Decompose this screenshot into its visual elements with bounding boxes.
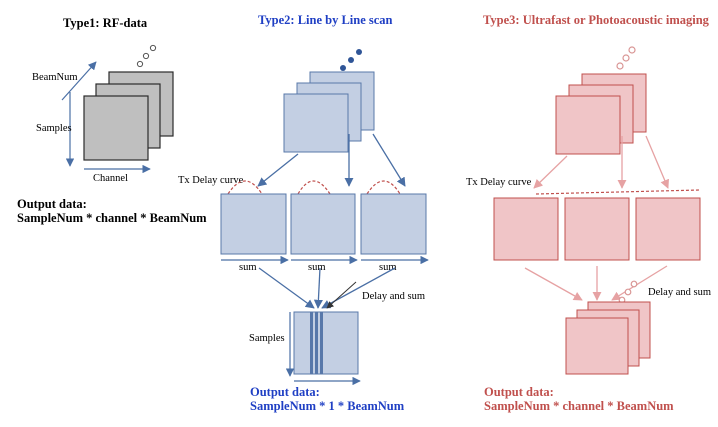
type2-output-scanline [320, 312, 323, 374]
type3-output-dot [624, 288, 632, 296]
type2-scan-frames-stack [283, 71, 375, 153]
type1-beamnum-axis [61, 61, 97, 101]
type2-dot [340, 65, 346, 71]
type1-dot [142, 52, 150, 60]
type3-output-frame-front [565, 317, 629, 375]
type1-title: Type1: RF-data [63, 16, 148, 30]
type2-channel-frame-2 [290, 193, 356, 255]
type3-channel-frame-2 [564, 197, 630, 261]
type2-delay-curve-2 [297, 180, 331, 195]
type3-channel-frame-3 [635, 197, 701, 261]
type1-samples-label: Samples [36, 123, 72, 134]
type2-sum-label-2: sum [308, 262, 326, 273]
type3-title: Type3: Ultrafast or Photoacoustic imagin… [483, 13, 710, 27]
type3-arrow-to-frame1 [533, 155, 568, 189]
type2-channel-frame-3 [360, 193, 427, 255]
type3-output-stack [565, 301, 651, 375]
rf-frame-front [83, 95, 149, 161]
type3-output-formula: SampleNum * channel * BeamNum [484, 399, 674, 413]
type3-arrow-to-frame3 [645, 135, 669, 189]
type2-output-label: Output data: [250, 385, 320, 399]
type3-tx-delay-label: Tx Delay curve [466, 177, 532, 188]
type2-delay-sum-pointer [326, 281, 357, 309]
type2-sum-label-3: sum [379, 262, 397, 273]
type1-output-label: Output data: [17, 197, 87, 211]
type2-title: Type2: Line by Line scan [258, 13, 393, 27]
type3-output-dot [630, 280, 638, 288]
type2-output-formula: SampleNum * 1 * BeamNum [250, 399, 405, 413]
type2-delay-curve-3 [366, 180, 401, 195]
type2-sum-label-1: sum [239, 262, 257, 273]
type1-panel: Type1: RF-data BeamNum Samples Channel O… [17, 16, 207, 225]
type2-tx-delay-label: Tx Delay curve [178, 175, 244, 186]
type1-beamnum-label: BeamNum [32, 72, 78, 83]
type2-output-frame [293, 311, 359, 375]
type3-output-label: Output data: [484, 385, 554, 399]
type3-dot [622, 54, 630, 62]
type2-dot [348, 57, 354, 63]
type2-channel-frame-1 [220, 193, 287, 255]
type1-dot [136, 60, 144, 68]
type1-dot [149, 44, 157, 52]
pa-frame-front [555, 95, 621, 155]
type1-output-formula: SampleNum * channel * BeamNum [17, 211, 207, 225]
scan-frame-front [283, 93, 349, 153]
type3-dot [616, 62, 624, 70]
type3-frames-stack [555, 73, 647, 155]
type3-delay-line [535, 189, 701, 195]
type3-converge-arrow-1 [524, 267, 583, 301]
type3-panel: Type3: Ultrafast or Photoacoustic imagin… [466, 13, 711, 413]
type3-dot [628, 46, 636, 54]
type3-converge-arrow-3 [611, 265, 668, 301]
type2-output-scanline [310, 312, 313, 374]
type2-delay-curve-1 [227, 180, 263, 195]
type1-channel-label: Channel [93, 173, 128, 184]
type3-delay-sum-label: Delay and sum [648, 287, 711, 298]
type2-converge-arrow-2 [313, 267, 323, 309]
type2-arrow-to-frame1 [257, 153, 299, 187]
type2-dot [356, 49, 362, 55]
type1-rf-frames-stack [83, 71, 174, 161]
type2-arrow-to-frame3 [372, 133, 406, 187]
type3-channel-frame-1 [493, 197, 559, 261]
type2-output-scanline [315, 312, 318, 374]
type2-delay-sum-label: Delay and sum [362, 291, 425, 302]
type2-converge-arrow-1 [258, 267, 315, 309]
type2-panel: Type2: Line by Line scan Tx Delay curve … [178, 13, 429, 413]
type2-samples-label: Samples [249, 333, 285, 344]
